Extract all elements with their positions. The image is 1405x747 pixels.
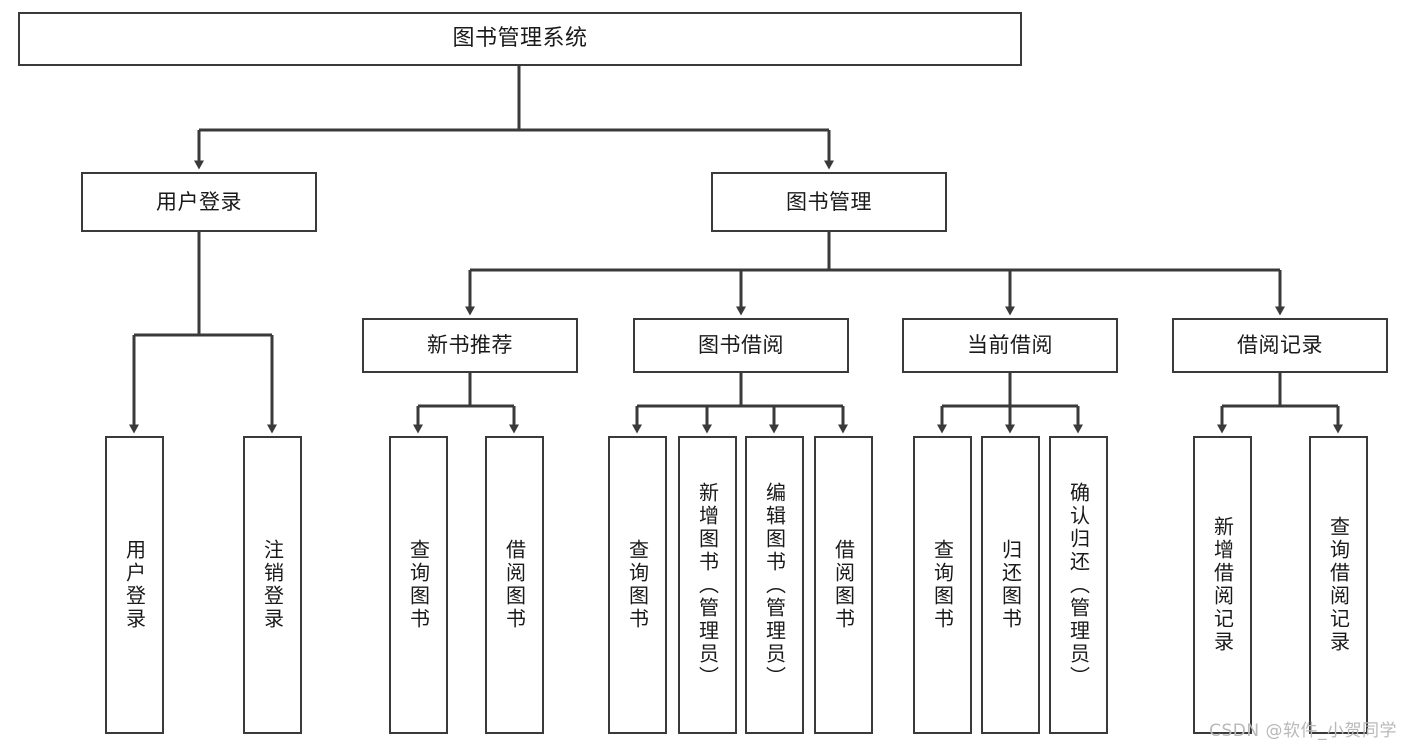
node-leaf-query-borrow-record[interactable]: 查询借阅记录 — [1309, 436, 1368, 734]
node-root-label: 图书管理系统 — [452, 26, 588, 52]
node-leaf-borrow-book-1[interactable]: 借阅图书 — [485, 436, 544, 734]
node-leaf-return-book-label: 归还图书 — [998, 539, 1023, 631]
node-current-borrow-label: 当前借阅 — [967, 333, 1053, 358]
node-borrow-record-label: 借阅记录 — [1237, 333, 1323, 358]
node-new-book-recommendation-label: 新书推荐 — [427, 333, 513, 358]
node-leaf-confirm-return-admin[interactable]: 确认归还（管理员） — [1049, 436, 1108, 734]
node-leaf-query-book-2-label: 查询图书 — [625, 539, 650, 631]
node-leaf-query-book-1-label: 查询图书 — [406, 539, 431, 631]
node-leaf-confirm-return-admin-label: 确认归还（管理员） — [1066, 481, 1091, 689]
node-leaf-borrow-book-1-label: 借阅图书 — [502, 539, 527, 631]
node-leaf-logout-login[interactable]: 注销登录 — [243, 436, 302, 734]
node-leaf-add-book-admin[interactable]: 新增图书（管理员） — [678, 436, 737, 734]
node-new-book-recommendation[interactable]: 新书推荐 — [362, 318, 578, 373]
node-leaf-edit-book-admin[interactable]: 编辑图书（管理员） — [745, 436, 804, 734]
node-leaf-add-book-admin-label: 新增图书（管理员） — [695, 481, 720, 689]
node-leaf-query-book-3-label: 查询图书 — [930, 539, 955, 631]
node-leaf-query-book-3[interactable]: 查询图书 — [913, 436, 972, 734]
node-leaf-user-login[interactable]: 用户登录 — [105, 436, 164, 734]
node-book-manage[interactable]: 图书管理 — [711, 172, 947, 232]
node-user-login-label: 用户登录 — [156, 189, 242, 214]
node-leaf-logout-login-label: 注销登录 — [260, 539, 285, 631]
node-leaf-edit-book-admin-label: 编辑图书（管理员） — [762, 481, 787, 689]
node-leaf-query-book-2[interactable]: 查询图书 — [608, 436, 667, 734]
node-leaf-borrow-book-2-label: 借阅图书 — [831, 539, 856, 631]
node-leaf-borrow-book-2[interactable]: 借阅图书 — [814, 436, 873, 734]
node-user-login[interactable]: 用户登录 — [81, 172, 317, 232]
node-current-borrow[interactable]: 当前借阅 — [902, 318, 1118, 373]
node-borrow-record[interactable]: 借阅记录 — [1172, 318, 1388, 373]
node-root[interactable]: 图书管理系统 — [18, 12, 1022, 66]
node-leaf-query-borrow-record-label: 查询借阅记录 — [1326, 516, 1351, 654]
node-leaf-add-borrow-record[interactable]: 新增借阅记录 — [1193, 436, 1252, 734]
node-leaf-return-book[interactable]: 归还图书 — [981, 436, 1040, 734]
node-leaf-query-book-1[interactable]: 查询图书 — [389, 436, 448, 734]
node-book-borrow[interactable]: 图书借阅 — [633, 318, 849, 373]
node-book-borrow-label: 图书借阅 — [698, 333, 784, 358]
node-leaf-add-borrow-record-label: 新增借阅记录 — [1210, 516, 1235, 654]
node-book-manage-label: 图书管理 — [786, 189, 872, 214]
node-leaf-user-login-label: 用户登录 — [122, 539, 147, 631]
